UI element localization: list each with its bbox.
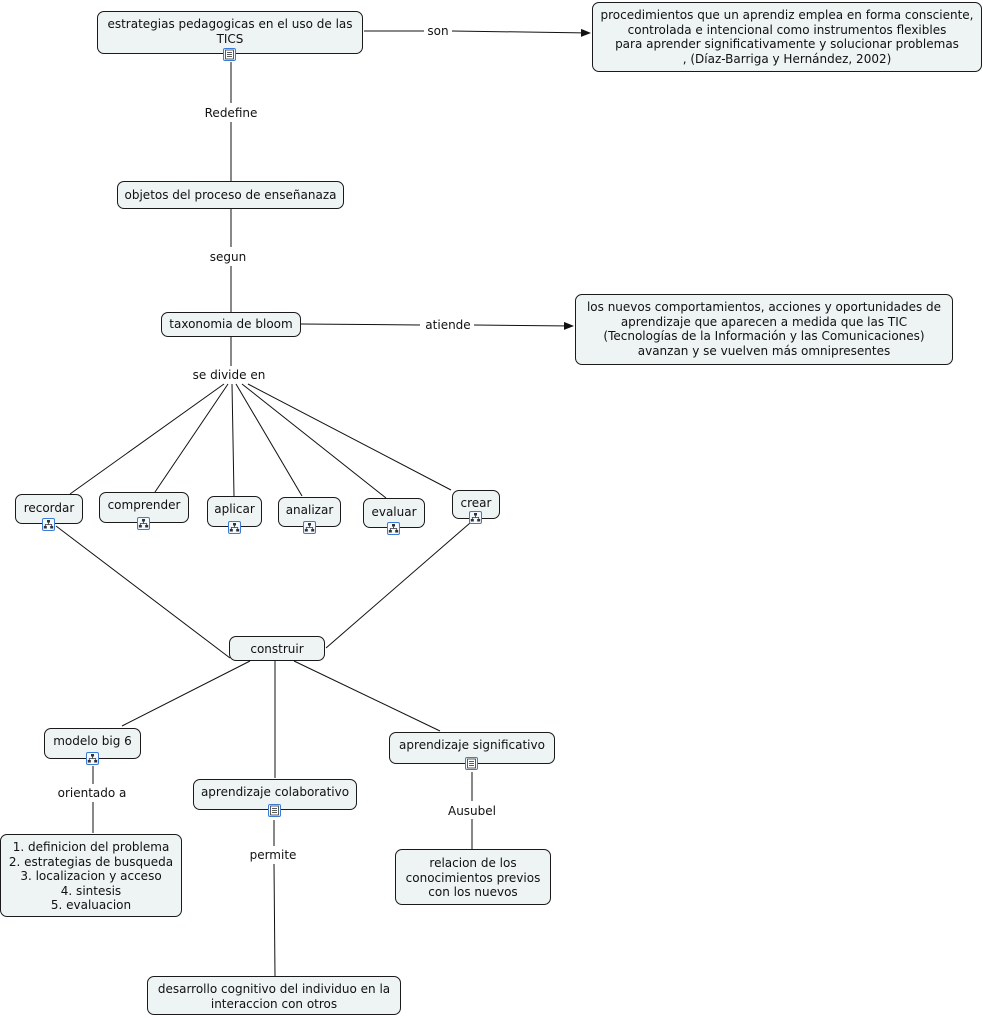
arrow-son-procedimientos bbox=[451, 28, 591, 37]
arrow-atiende-comportamientos bbox=[473, 321, 574, 330]
concept-big6-steps[interactable]: 1. definicion del problema 2. estrategia… bbox=[0, 834, 182, 917]
line-sedivide-analizar bbox=[235, 383, 303, 497]
concept-label: construir bbox=[250, 642, 304, 656]
line-recordar-construir bbox=[55, 525, 231, 659]
concept-label: objetos del proceso de enseñanaza bbox=[124, 188, 337, 202]
submap-icon[interactable] bbox=[86, 752, 99, 765]
concept-label: crear bbox=[460, 496, 492, 510]
line-taxonomia-atiende bbox=[300, 323, 421, 326]
document-icon[interactable] bbox=[465, 757, 478, 770]
document-icon[interactable] bbox=[223, 48, 236, 61]
submap-icon[interactable] bbox=[228, 521, 241, 534]
link-label-permite: permite bbox=[246, 848, 300, 862]
document-icon[interactable] bbox=[268, 804, 281, 817]
concept-procedimientos[interactable]: procedimientos que un aprendiz emplea en… bbox=[592, 2, 982, 72]
concept-modelo-big6[interactable]: modelo big 6 bbox=[44, 728, 141, 759]
concept-construir[interactable]: construir bbox=[229, 636, 325, 661]
link-label-redefine: Redefine bbox=[201, 106, 261, 120]
concept-relacion-conocimientos[interactable]: relacion de los conocimientos previos co… bbox=[395, 849, 551, 905]
concept-label: recordar bbox=[23, 501, 75, 515]
link-label-ausubel: Ausubel bbox=[444, 804, 500, 818]
link-label-son: son bbox=[424, 24, 452, 38]
line-sedivide-aplicar bbox=[231, 383, 235, 497]
line-construir-significativo bbox=[293, 660, 441, 732]
line-sedivide-recordar bbox=[69, 383, 225, 495]
submap-icon[interactable] bbox=[387, 522, 400, 535]
submap-icon[interactable] bbox=[469, 511, 482, 524]
concept-label: procedimientos que un aprendiz emplea en… bbox=[600, 8, 974, 66]
submap-icon[interactable] bbox=[137, 517, 150, 530]
concept-label: estrategias pedagogicas en el uso de las… bbox=[107, 17, 353, 46]
link-label-orientado-a: orientado a bbox=[54, 786, 130, 800]
concept-label: los nuevos comportamientos, acciones y o… bbox=[586, 300, 942, 358]
concept-objetos-proceso[interactable]: objetos del proceso de enseñanaza bbox=[117, 181, 344, 209]
line-permite-desarrollo bbox=[273, 863, 276, 977]
concept-label: aprendizaje colaborativo bbox=[200, 785, 350, 799]
concept-recordar[interactable]: recordar bbox=[15, 494, 83, 524]
concept-label: analizar bbox=[285, 503, 334, 517]
link-label-atiende: atiende bbox=[422, 318, 474, 332]
concept-label: 1. definicion del problema 2. estrategia… bbox=[8, 840, 174, 912]
concept-estrategias-tics[interactable]: estrategias pedagogicas en el uso de las… bbox=[97, 11, 363, 54]
concept-label: relacion de los conocimientos previos co… bbox=[405, 856, 541, 899]
line-sedivide-evaluar bbox=[241, 383, 387, 499]
line-construir-big6 bbox=[121, 660, 251, 727]
concept-label: taxonomia de bloom bbox=[169, 317, 293, 331]
concept-desarrollo-cognitivo[interactable]: desarrollo cognitivo del individuo en la… bbox=[147, 976, 401, 1015]
concept-nuevos-comportamientos[interactable]: los nuevos comportamientos, acciones y o… bbox=[575, 294, 953, 365]
concept-label: modelo big 6 bbox=[53, 734, 132, 748]
concept-crear[interactable]: crear bbox=[452, 490, 500, 519]
submap-icon[interactable] bbox=[303, 521, 316, 534]
concept-taxonomia-bloom[interactable]: taxonomia de bloom bbox=[161, 312, 301, 337]
link-label-segun: segun bbox=[206, 250, 250, 264]
link-label-se-divide-en: se divide en bbox=[189, 368, 269, 382]
concept-label: desarrollo cognitivo del individuo en la… bbox=[157, 982, 391, 1011]
concept-label: aprendizaje significativo bbox=[399, 738, 545, 752]
concept-label: comprender bbox=[107, 498, 181, 512]
line-crear-construir bbox=[325, 522, 471, 649]
concept-label: evaluar bbox=[371, 505, 417, 519]
submap-icon[interactable] bbox=[42, 518, 55, 531]
line-sedivide-comprender bbox=[154, 383, 229, 493]
line-sedivide-crear bbox=[247, 383, 452, 491]
concept-label: aplicar bbox=[214, 502, 255, 516]
